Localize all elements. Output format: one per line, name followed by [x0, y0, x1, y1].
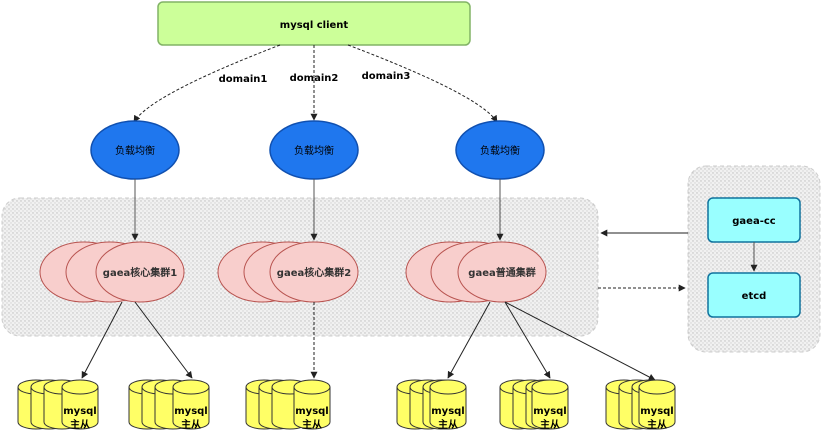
cluster-2 [217, 241, 359, 303]
cluster-1-label: gaea核心集群1 [103, 266, 177, 279]
arrow-cluster3-db4 [447, 301, 491, 379]
arrow-cluster1-db1 [81, 301, 123, 379]
db-group-2-line2: 主从 [181, 418, 201, 431]
arrow-client-lb3 [347, 44, 498, 123]
db-group-4-line1: mysql [431, 406, 464, 417]
cluster-1 [39, 241, 185, 303]
cluster-2-label: gaea核心集群2 [277, 266, 351, 279]
etcd-box [707, 272, 801, 318]
load-balancer-2-label: 负载均衡 [294, 144, 334, 157]
arrow-cluster3-db5 [504, 301, 551, 379]
db-group-1-line2: 主从 [70, 418, 90, 431]
gaea-cc-label: gaea-cc [732, 216, 776, 227]
db-group-2-line1: mysql [174, 406, 207, 417]
domain3-label: domain3 [362, 71, 411, 82]
db-group-5-line1: mysql [533, 406, 566, 417]
db-group-6-line2: 主从 [647, 418, 667, 431]
etcd-label: etcd [742, 291, 767, 302]
db-group-5-line2: 主从 [540, 418, 560, 431]
db-group-3-line2: 主从 [302, 418, 322, 431]
cluster-3-label: gaea普通集群 [468, 266, 535, 279]
db-group-1-line1: mysql [63, 406, 96, 417]
db-group-3-line1: mysql [295, 406, 328, 417]
arrow-cluster1-db2 [134, 301, 193, 379]
domain2-label: domain2 [290, 73, 339, 84]
db-group-6-line1: mysql [640, 406, 673, 417]
load-balancer-3-label: 负载均衡 [480, 144, 520, 157]
db-group-4-line2: 主从 [438, 418, 458, 431]
load-balancer-1-label: 负载均衡 [115, 144, 155, 157]
domain1-label: domain1 [219, 74, 268, 85]
arrow-cluster3-db6 [504, 301, 656, 381]
arrow-client-lb1 [133, 44, 281, 123]
cluster-3 [405, 241, 547, 303]
mysql-client-label: mysql client [280, 20, 349, 31]
